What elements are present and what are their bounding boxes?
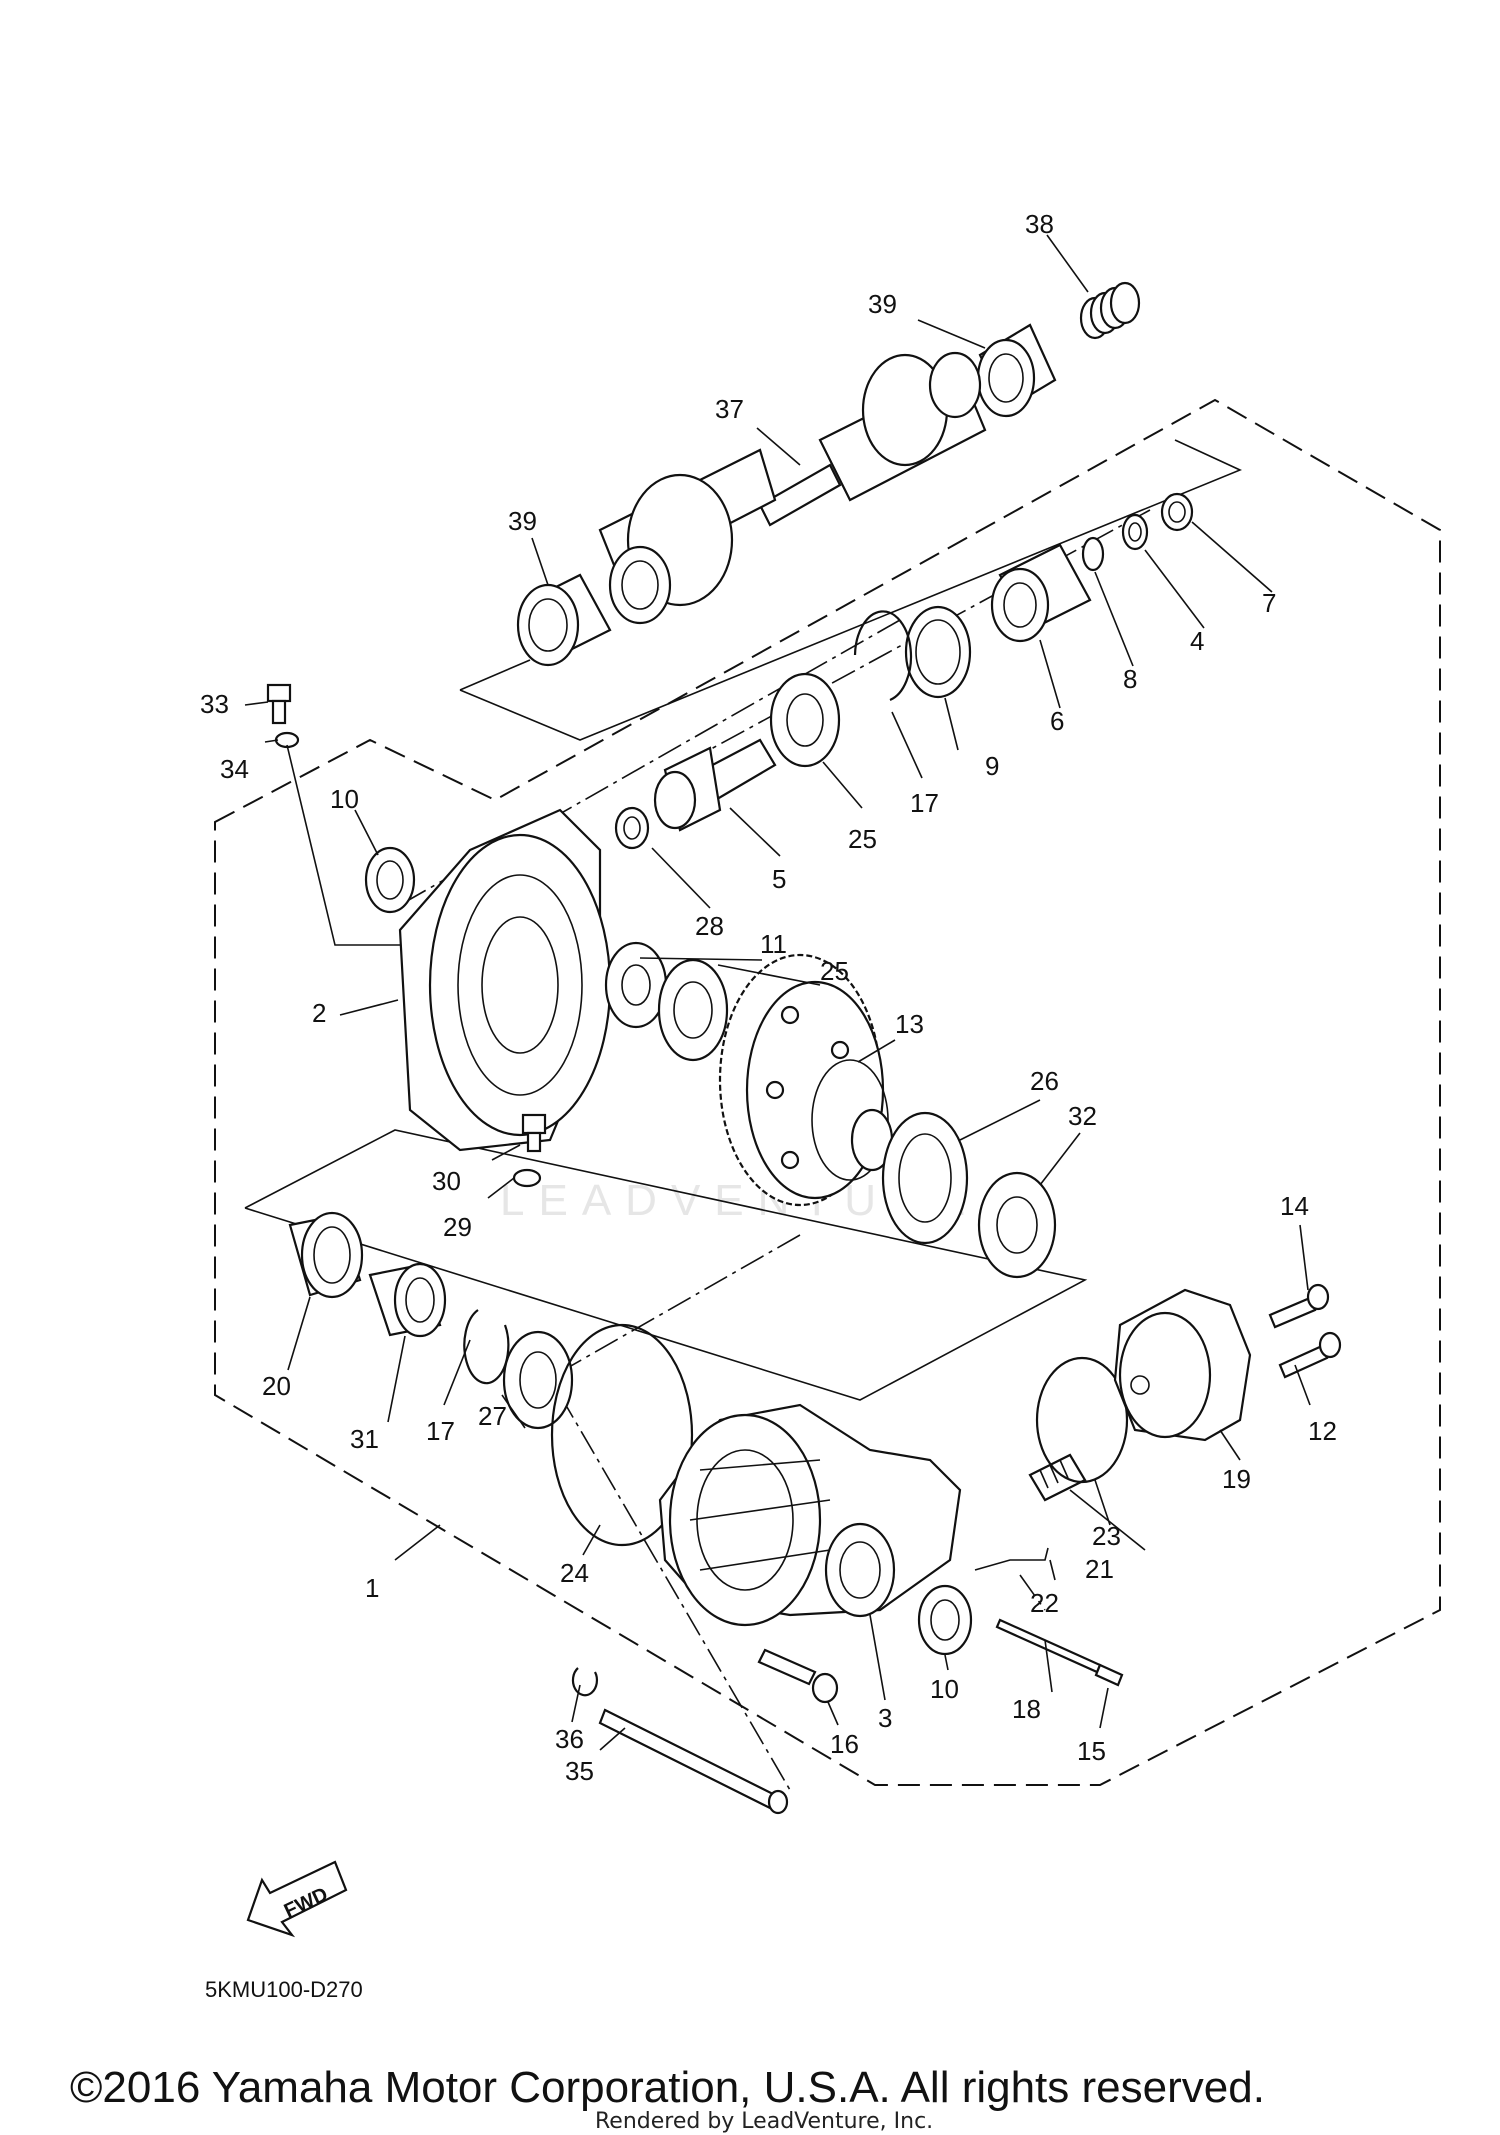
callout-32: 32 bbox=[1068, 1101, 1097, 1131]
callout-20: 20 bbox=[262, 1371, 291, 1401]
callout-33: 33 bbox=[200, 689, 229, 719]
shaft-group-bracket bbox=[459, 439, 1243, 741]
callout-21: 21 bbox=[1085, 1554, 1114, 1584]
callout-39: 39 bbox=[508, 506, 537, 536]
callout-25: 25 bbox=[848, 824, 877, 854]
set-screw bbox=[1094, 1663, 1124, 1687]
callout-25: 25 bbox=[820, 956, 849, 986]
nut bbox=[1160, 492, 1194, 532]
callout-3: 3 bbox=[878, 1703, 892, 1733]
callout-38: 38 bbox=[1025, 209, 1054, 239]
callout-14: 14 bbox=[1280, 1191, 1309, 1221]
bearing-group-bracket bbox=[244, 1129, 1088, 1401]
spring bbox=[1079, 281, 1141, 340]
differential-ring-gear bbox=[718, 953, 894, 1207]
leader-lines bbox=[244, 234, 1311, 1751]
washer bbox=[512, 1168, 542, 1188]
circlip bbox=[853, 610, 913, 702]
assembly-boundary bbox=[214, 398, 1441, 1786]
pinion-gear bbox=[653, 738, 777, 832]
callout-19: 19 bbox=[1222, 1464, 1251, 1494]
callout-2: 2 bbox=[312, 998, 326, 1028]
gear-case-cover bbox=[398, 808, 612, 1152]
bolt bbox=[1278, 1331, 1342, 1379]
rendered-by: Rendered by LeadVenture, Inc. bbox=[595, 2109, 933, 2134]
callout-6: 6 bbox=[1050, 706, 1064, 736]
coil bbox=[1028, 1453, 1087, 1502]
fwd-arrow-icon: FWD bbox=[246, 1860, 348, 1938]
bolt bbox=[757, 1648, 839, 1704]
callout-35: 35 bbox=[565, 1756, 594, 1786]
drive-shaft bbox=[598, 351, 987, 625]
callout-15: 15 bbox=[1077, 1736, 1106, 1766]
callout-8: 8 bbox=[1123, 664, 1137, 694]
oil-seal bbox=[917, 1584, 973, 1656]
bolt bbox=[1268, 1283, 1330, 1329]
pipe bbox=[598, 1708, 789, 1815]
shim bbox=[604, 941, 668, 1029]
oil-seal bbox=[364, 846, 416, 914]
callout-16: 16 bbox=[830, 1729, 859, 1759]
circlip bbox=[463, 1309, 510, 1385]
callout-9: 9 bbox=[985, 751, 999, 781]
callout-1: 1 bbox=[365, 1573, 379, 1603]
bolt bbox=[521, 1113, 547, 1153]
callout-17: 17 bbox=[910, 788, 939, 818]
coupling-gear bbox=[990, 543, 1092, 643]
diagram-code: 5KMU100-D270 bbox=[205, 1977, 363, 2002]
o-ring bbox=[1035, 1356, 1129, 1484]
bolt bbox=[266, 683, 292, 725]
callout-39: 39 bbox=[868, 289, 897, 319]
needle-bearing bbox=[614, 806, 650, 850]
oil-seal bbox=[904, 605, 972, 699]
clip bbox=[571, 1667, 599, 1697]
bearing bbox=[516, 573, 612, 667]
wire bbox=[974, 1547, 1049, 1571]
callout-26: 26 bbox=[1030, 1066, 1059, 1096]
callout-24: 24 bbox=[560, 1558, 589, 1588]
callout-10: 10 bbox=[330, 784, 359, 814]
o-ring bbox=[1081, 536, 1105, 572]
bearing bbox=[976, 323, 1057, 418]
callout-36: 36 bbox=[555, 1724, 584, 1754]
needle-bearing bbox=[368, 1262, 447, 1338]
bearing bbox=[881, 1111, 969, 1245]
washer bbox=[1121, 513, 1149, 551]
callout-18: 18 bbox=[1012, 1694, 1041, 1724]
callout-30: 30 bbox=[432, 1166, 461, 1196]
copyright-notice: ©2016 Yamaha Motor Corporation, U.S.A. A… bbox=[70, 2063, 1265, 2112]
washer bbox=[274, 731, 300, 749]
callout-27: 27 bbox=[478, 1401, 507, 1431]
callout-34: 34 bbox=[220, 754, 249, 784]
actuator bbox=[1113, 1288, 1252, 1442]
bearing bbox=[769, 672, 841, 768]
callout-11: 11 bbox=[760, 929, 787, 959]
callout-23: 23 bbox=[1092, 1521, 1121, 1551]
callout-13: 13 bbox=[895, 1009, 924, 1039]
callout-37: 37 bbox=[715, 394, 744, 424]
gear-case bbox=[658, 1403, 962, 1627]
shim bbox=[977, 1171, 1057, 1279]
callout-5: 5 bbox=[772, 864, 786, 894]
callout-4: 4 bbox=[1190, 626, 1204, 656]
o-ring bbox=[550, 1323, 694, 1547]
bearing bbox=[657, 958, 729, 1062]
callout-22: 22 bbox=[1030, 1588, 1059, 1618]
callout-17: 17 bbox=[426, 1416, 455, 1446]
sleeve bbox=[288, 1211, 364, 1299]
callout-7: 7 bbox=[1262, 588, 1276, 618]
callout-29: 29 bbox=[443, 1212, 472, 1242]
callout-31: 31 bbox=[350, 1424, 379, 1454]
callout-12: 12 bbox=[1308, 1416, 1337, 1446]
callout-10: 10 bbox=[930, 1674, 959, 1704]
callout-28: 28 bbox=[695, 911, 724, 941]
